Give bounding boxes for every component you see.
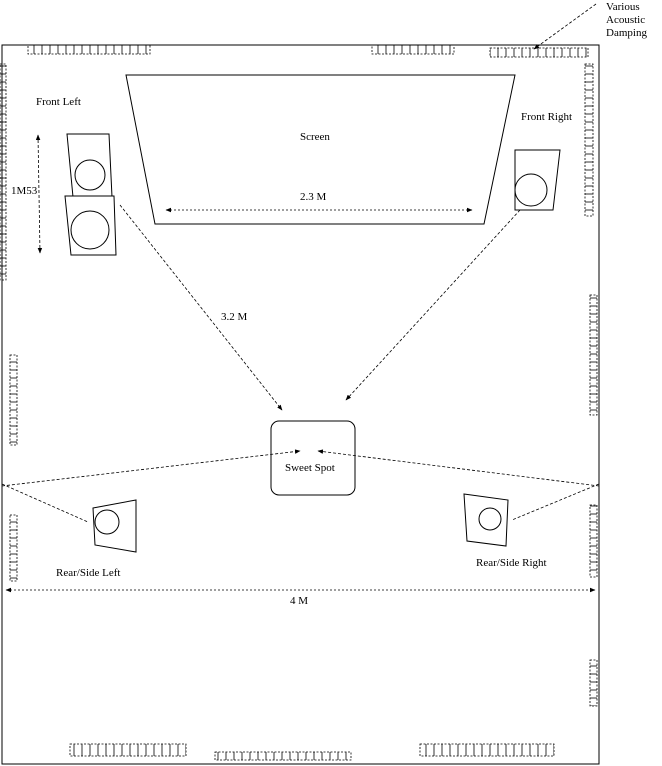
sweet-spot-label: Sweet Spot xyxy=(285,462,335,474)
damping-label-line-2: Acoustic xyxy=(606,14,645,26)
room-outline xyxy=(1,44,600,765)
room-width-label: 4 M xyxy=(290,595,308,607)
front-right-speaker xyxy=(514,149,561,211)
damping-panel-top-3 xyxy=(489,47,589,58)
damping-panel-left-2 xyxy=(9,354,18,446)
rear-left-aim-line xyxy=(1,483,89,523)
screen-label: Screen xyxy=(300,131,330,143)
damping-panel-right-4 xyxy=(589,659,598,707)
left-wall-to-sweet-spot-arrow xyxy=(1,449,301,487)
damping-label-line-1: Various xyxy=(606,1,640,13)
rear-right-aim-line xyxy=(511,483,600,521)
screen xyxy=(125,74,516,225)
front-left-label: Front Left xyxy=(36,96,81,108)
rear-left-label: Rear/Side Left xyxy=(56,567,120,579)
screen-width-label: 2.3 M xyxy=(300,191,327,203)
damping-panel-bottom-1 xyxy=(69,743,187,757)
damping-panel-right-3 xyxy=(589,504,598,578)
height-dimension xyxy=(35,134,43,254)
front-left-speaker-lower xyxy=(64,195,117,256)
height-dimension-label: 1M53 xyxy=(11,185,38,197)
front-right-label: Front Right xyxy=(521,111,572,123)
damping-pointer-arrow xyxy=(533,3,597,50)
front-left-speaker-upper xyxy=(66,133,113,198)
damping-panel-top-1 xyxy=(27,44,151,55)
damping-label-line-3: Damping xyxy=(606,27,647,39)
damping-panel-left-1 xyxy=(0,63,7,281)
damping-panel-bottom-3 xyxy=(419,743,555,757)
damping-panel-left-3 xyxy=(9,514,18,582)
right-wall-to-sweet-spot-arrow xyxy=(317,449,600,487)
distance-label: 3.2 M xyxy=(221,311,248,323)
damping-panel-right-2 xyxy=(589,294,598,416)
damping-panel-bottom-2 xyxy=(214,751,352,761)
front-left-to-sweet-spot-arrow xyxy=(119,204,283,411)
rear-right-label: Rear/Side Right xyxy=(476,557,547,569)
damping-panels xyxy=(27,44,589,761)
rear-left-speaker xyxy=(92,499,137,553)
damping-panel-top-2 xyxy=(371,44,455,55)
rear-right-speaker xyxy=(463,493,509,547)
sweet-spot xyxy=(270,420,356,496)
front-right-to-sweet-spot-arrow xyxy=(345,209,521,401)
damping-panel-right-1 xyxy=(584,63,594,217)
